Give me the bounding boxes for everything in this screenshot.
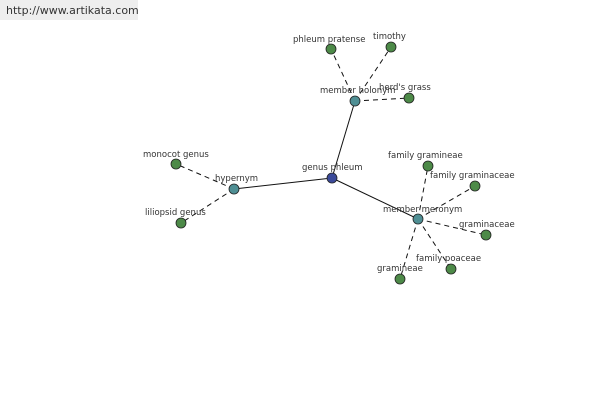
node-label-liliopsid-genus[interactable]: liliopsid genus [145,208,206,218]
edge-hypernym-to-monocot-genus [175,163,235,190]
edge-genus-phleum-to-member-meronym [331,177,419,220]
node-phleum-pratense[interactable]: phleum pratense [293,35,365,55]
node-family-poaceae[interactable]: family poaceae [416,254,481,275]
node-dot-monocot-genus[interactable] [170,158,182,170]
node-family-graminaceae[interactable]: family graminaceae [430,171,515,192]
node-dot-family-gramineae[interactable] [422,160,434,172]
node-dot-hypernym[interactable] [228,183,240,195]
edge-member-holonym-to-phleum-pratense [330,48,356,102]
node-label-member-meronym[interactable]: member meronym [383,205,462,215]
edge-member-meronym-to-gramineae [399,218,419,280]
node-gramineae[interactable]: gramineae [377,264,423,285]
node-family-gramineae[interactable]: family gramineae [388,151,463,172]
node-label-phleum-pratense[interactable]: phleum pratense [293,35,365,45]
edge-member-meronym-to-graminaceae [417,218,487,236]
node-timothy[interactable]: timothy [373,32,406,53]
node-label-family-graminaceae[interactable]: family graminaceae [430,171,515,181]
node-dot-graminaceae[interactable] [480,229,492,241]
edge-member-holonym-to-timothy [354,46,392,102]
node-dot-gramineae[interactable] [394,273,406,285]
graph-edges [175,46,487,280]
graph-nodes: genus phleum hypernym member holonym member… [143,32,515,285]
node-dot-family-poaceae[interactable] [445,263,457,275]
edge-member-meronym-to-family-graminaceae [417,185,476,220]
node-label-monocot-genus[interactable]: monocot genus [143,150,209,160]
node-herds-grass[interactable]: herd's grass [379,83,431,104]
node-member-meronym[interactable]: member meronym [383,205,462,225]
source-url[interactable]: http://www.artikata.com [6,4,139,17]
node-label-gramineae[interactable]: gramineae [377,264,423,274]
node-label-timothy[interactable]: timothy [373,32,406,42]
node-genus-phleum[interactable]: genus phleum [302,163,363,184]
node-dot-family-graminaceae[interactable] [469,180,481,192]
node-dot-liliopsid-genus[interactable] [175,217,187,229]
node-label-family-gramineae[interactable]: family gramineae [388,151,463,161]
node-dot-phleum-pratense[interactable] [325,43,337,55]
node-graminaceae[interactable]: graminaceae [459,220,515,241]
edge-member-holonym-to-herds-grass [354,97,410,102]
node-dot-genus-phleum[interactable] [326,172,338,184]
node-label-hypernym[interactable]: hypernym [215,174,258,184]
node-monocot-genus[interactable]: monocot genus [143,150,209,170]
node-hypernym[interactable]: hypernym [215,174,258,195]
edge-hypernym-to-liliopsid-genus [180,188,235,224]
node-label-genus-phleum[interactable]: genus phleum [302,163,363,173]
edge-member-meronym-to-family-poaceae [417,218,452,270]
node-dot-member-meronym[interactable] [412,213,424,225]
node-dot-timothy[interactable] [385,41,397,53]
node-liliopsid-genus[interactable]: liliopsid genus [145,208,206,229]
node-label-family-poaceae[interactable]: family poaceae [416,254,481,264]
node-member-holonym[interactable]: member holonym [320,86,395,107]
node-dot-member-holonym[interactable] [349,95,361,107]
node-label-member-holonym[interactable]: member holonym [320,86,395,96]
node-label-graminaceae[interactable]: graminaceae [459,220,515,230]
node-dot-herds-grass[interactable] [403,92,415,104]
edge-genus-phleum-to-member-holonym [331,100,356,179]
edge-genus-phleum-to-hypernym [233,177,333,190]
source-banner: http://www.artikata.com [0,0,139,20]
node-label-herds-grass[interactable]: herd's grass [379,83,431,93]
